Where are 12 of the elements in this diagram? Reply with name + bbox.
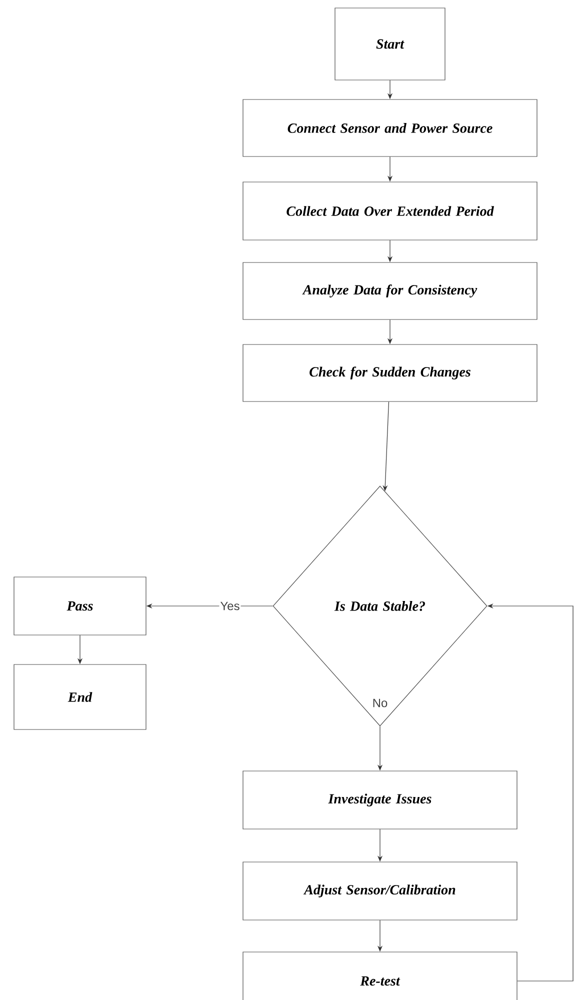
process-box: Collect Data Over Extended Period xyxy=(242,182,538,240)
edge-label: No xyxy=(371,698,389,708)
process-box: Check for Sudden Changes xyxy=(242,344,538,402)
process-box: Adjust Sensor/Calibration xyxy=(242,862,518,920)
edge-label: Yes xyxy=(219,600,241,612)
process-box: Pass xyxy=(14,576,146,636)
process-box: Re-test xyxy=(242,952,518,1000)
process-box: Connect Sensor and Power Source xyxy=(242,99,538,157)
process-box: Analyze Data for Consistency xyxy=(242,262,538,320)
process-box: Investigate Issues xyxy=(242,770,518,830)
process-box: Start xyxy=(334,8,446,80)
process-box: End xyxy=(14,664,146,730)
